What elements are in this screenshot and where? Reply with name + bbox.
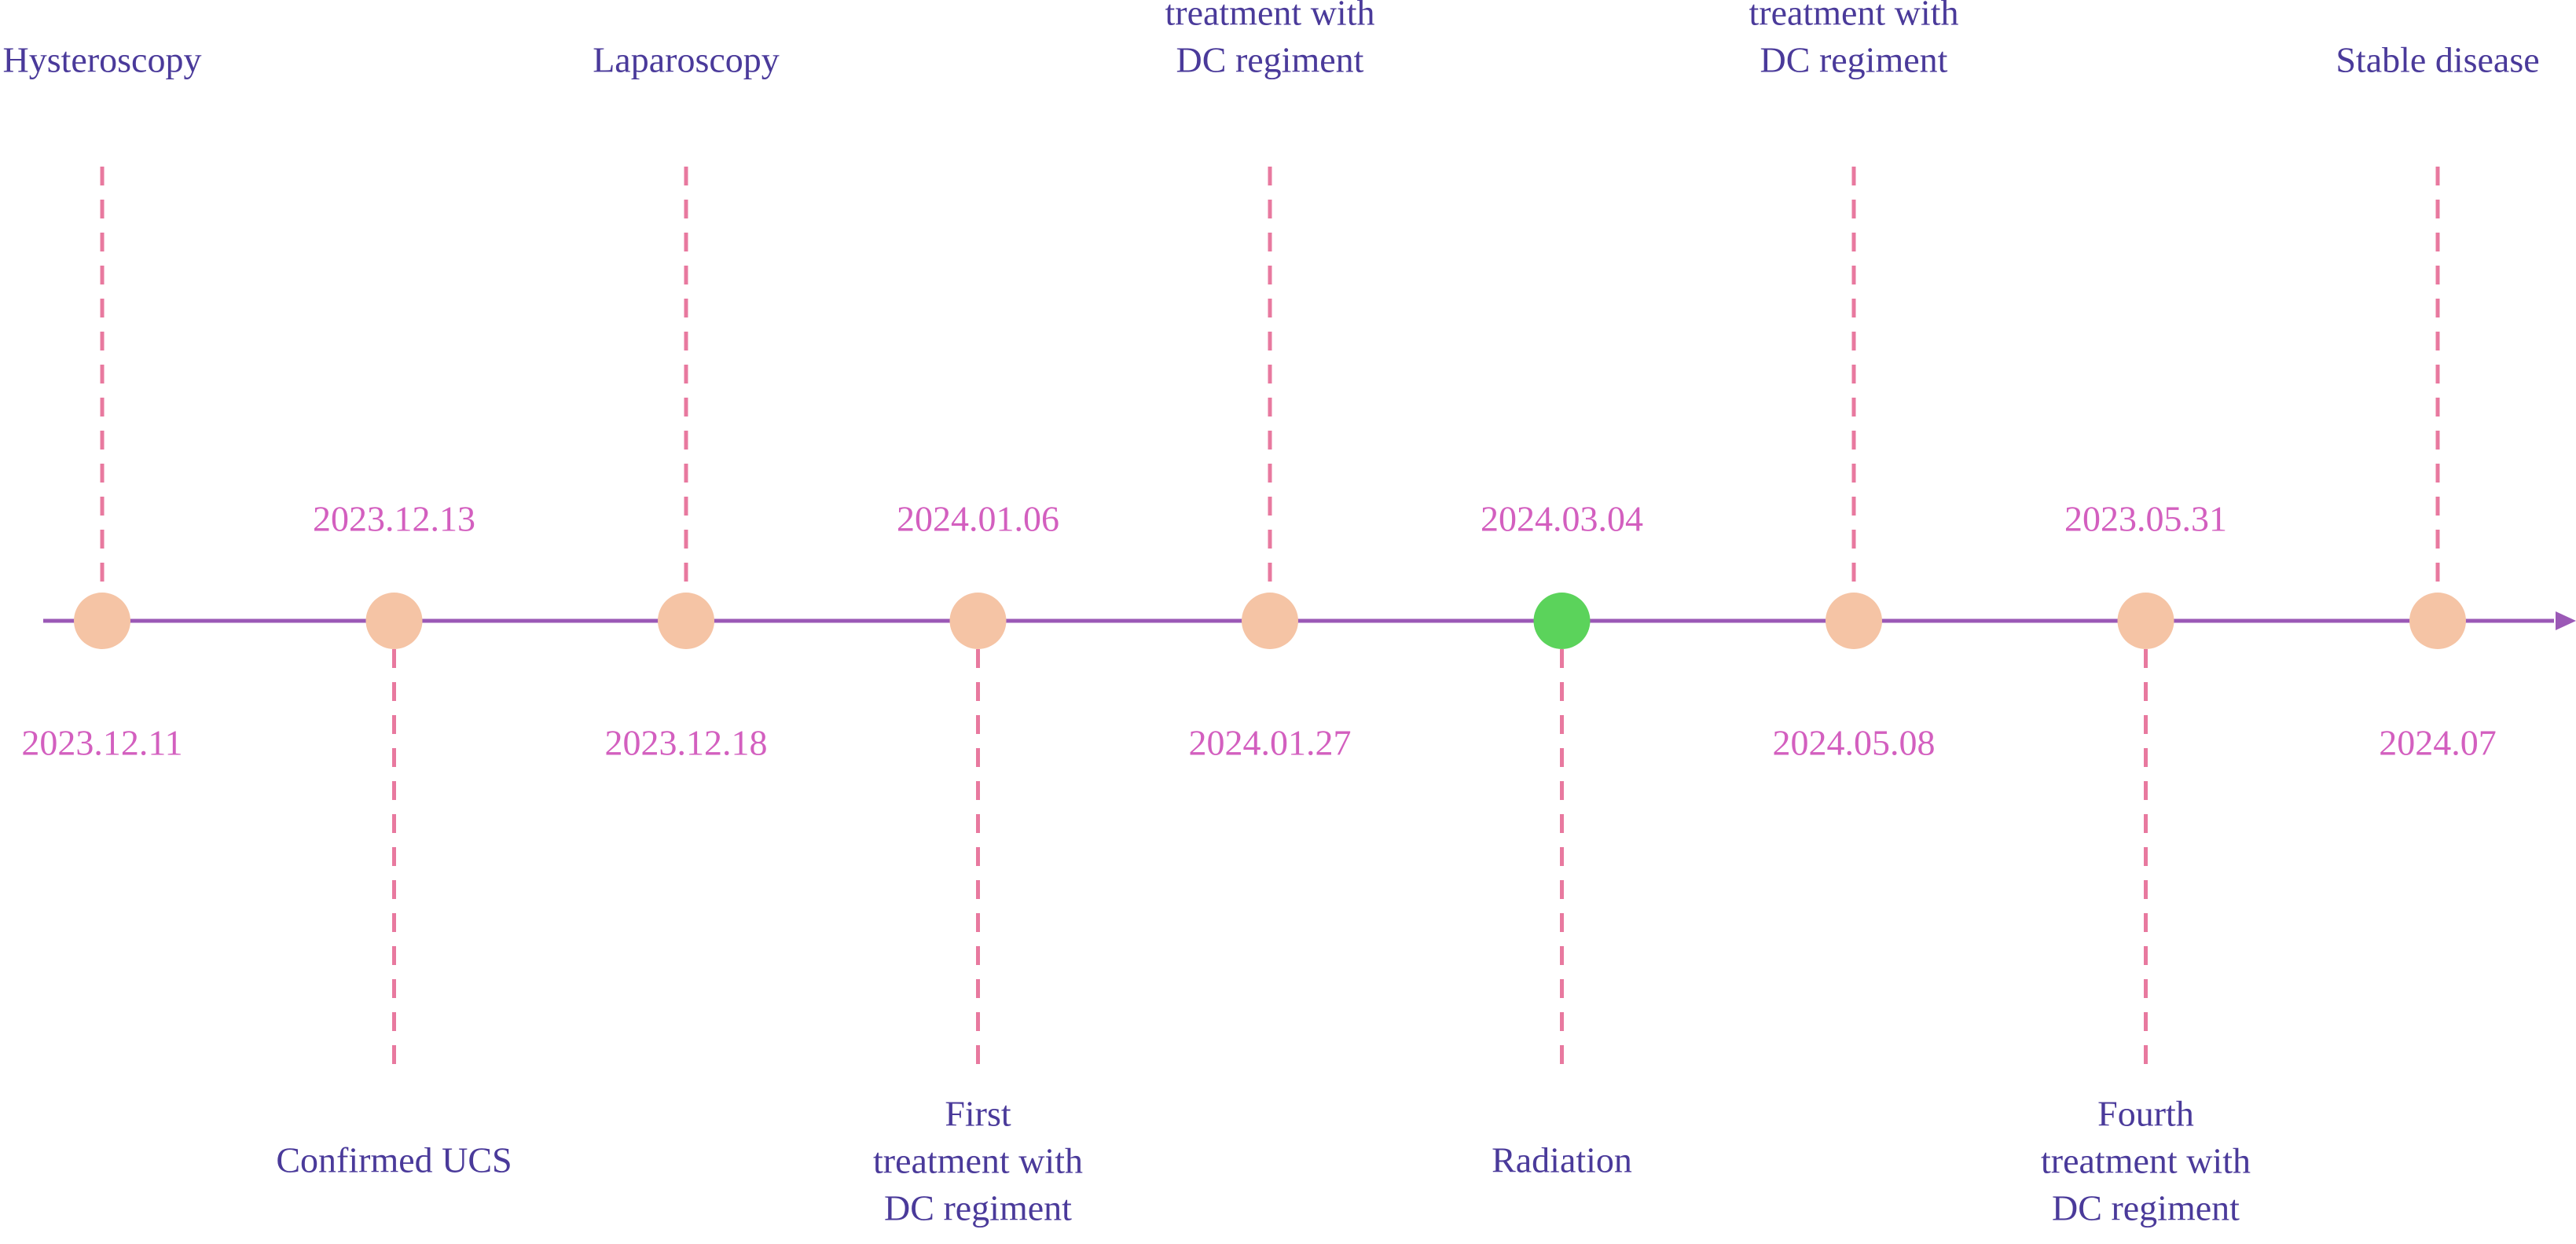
milestone-marker [2117,593,2174,649]
milestone-date: 2024.01.27 [1189,723,1352,763]
milestone-date: 2024.01.06 [897,499,1059,539]
milestone-marker [1242,593,1298,649]
milestone-marker [949,593,1007,649]
milestone-event: Radiation [1492,1140,1632,1180]
milestone-marker [2409,593,2466,649]
milestone-event-line: Laparoscopy [593,40,780,80]
milestone-date: 2024.07 [2379,723,2497,763]
milestone-layer [74,593,2466,649]
milestone-event-line: DC regiment [1760,40,1948,80]
label-layer: 2023.12.11 Hysteroscopy 2023.12.13Confirme… [3,0,2540,1228]
milestone-marker [365,593,423,649]
milestone-event: Confirmed UCS [276,1140,512,1180]
milestone-marker [74,593,130,649]
milestone-date: 2023.05.31 [2064,499,2227,539]
milestone-date: 2024.05.08 [1773,723,1936,763]
milestone-event-line: treatment with [873,1141,1083,1181]
milestone-event: Laparoscopy [593,40,780,80]
milestone-event: Stable disease [2336,40,2539,80]
milestone-event-line: treatment with [1749,0,1959,33]
milestone-event: Fourth treatment with DC regiment [2041,1094,2251,1228]
milestone-event-line: DC regiment [2052,1188,2240,1228]
milestone-event-line: treatment with [2041,1141,2251,1181]
milestone-event: Hysteroscopy [3,40,202,80]
connector-layer [100,167,2440,1075]
milestone-event-line: DC regiment [1176,40,1364,80]
milestone-event-line: Confirmed UCS [276,1140,512,1180]
milestone-marker [658,593,714,649]
milestone-date: 2023.12.11 [21,723,182,763]
milestone-marker-highlight [1533,593,1591,649]
milestone-event-line: DC regiment [884,1188,1072,1228]
milestone-event: First treatment with DC regiment [873,1094,1083,1228]
milestone-event-line: treatment with [1165,0,1375,33]
milestone-event-line: Stable disease [2336,40,2539,80]
timeline-axis-arrow [2556,611,2576,630]
milestone-event-line: Hysteroscopy [3,40,202,80]
milestone-event-line: Radiation [1492,1140,1632,1180]
milestone-date: 2023.12.18 [605,723,768,763]
milestone-date: 2024.03.04 [1481,499,1643,539]
milestone-marker [1826,593,1882,649]
milestone-date: 2023.12.13 [313,499,475,539]
milestone-event-line: First [945,1094,1011,1134]
milestone-event-line: Fourth [2097,1094,2194,1134]
